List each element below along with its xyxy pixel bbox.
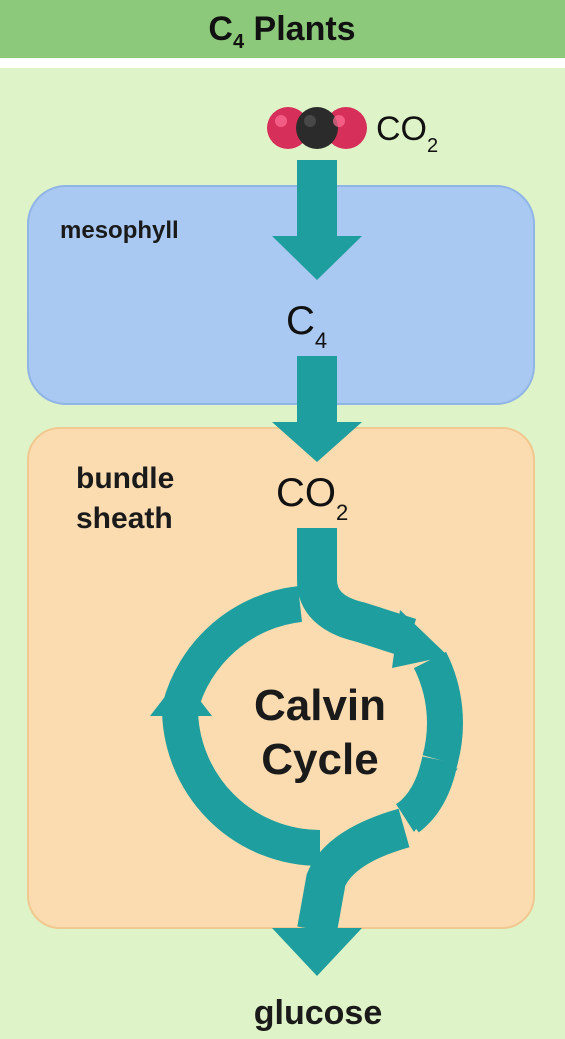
arrow-co2-to-c4 — [272, 160, 362, 280]
title-rest: Plants — [244, 10, 355, 48]
header-bar — [0, 0, 565, 58]
co2-sheath-main: CO — [276, 471, 336, 515]
page-title: C4 Plants — [208, 10, 355, 53]
bundle-sheath-label-line1: bundle — [76, 462, 174, 495]
mesophyll-region — [27, 185, 535, 405]
cycle-entry-path — [297, 528, 417, 658]
co2-sheath-label: CO2 — [276, 471, 348, 525]
c4-main: C — [286, 299, 315, 343]
cycle-right-lower-arc — [396, 756, 458, 833]
co2-molecule-icon — [267, 107, 367, 149]
cycle-entry-arrowhead — [392, 610, 448, 668]
title-subscript: 4 — [233, 31, 245, 53]
co2-input-main: CO — [376, 110, 427, 148]
c4-label: C4 — [286, 299, 327, 353]
glucose-arrowhead — [272, 928, 362, 976]
calvin-cycle-label-line2: Cycle — [261, 735, 378, 784]
mesophyll-label: mesophyll — [60, 217, 179, 244]
title-main: C — [208, 10, 233, 48]
glucose-label: glucose — [254, 994, 382, 1032]
co2-input-subscript: 2 — [427, 135, 438, 157]
calvin-cycle-label-line1: Calvin — [254, 681, 386, 730]
cycle-exit-path — [297, 808, 410, 934]
c4-subscript: 4 — [315, 328, 327, 353]
cycle-left-arrowhead — [150, 676, 212, 716]
co2-input-label: CO2 — [376, 110, 438, 157]
co2-sheath-subscript: 2 — [336, 500, 348, 525]
bundle-sheath-label-line2: sheath — [76, 502, 173, 535]
arrow-c4-to-co2 — [272, 356, 362, 462]
